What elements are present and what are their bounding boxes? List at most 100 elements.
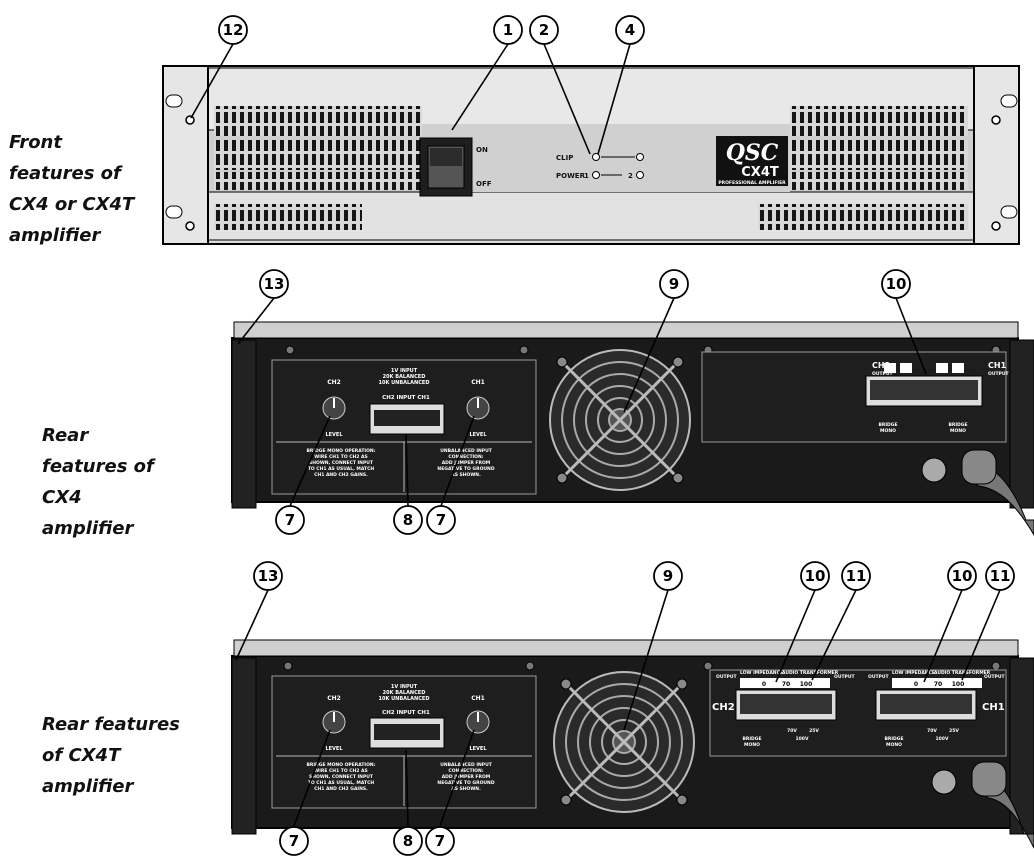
clip-label: CLIP <box>556 154 573 162</box>
svg-text:CH2: CH2 <box>872 361 890 370</box>
callout-13: 13 <box>253 561 283 591</box>
model-label: CX4T <box>741 165 779 180</box>
cooling-fan <box>549 349 691 491</box>
switch-off-label: OFF <box>476 180 492 188</box>
svg-text:CH2: CH2 <box>327 695 341 702</box>
svg-text:BRIDGE MONO OPERATION:: BRIDGE MONO OPERATION: <box>306 762 375 768</box>
svg-text:ADD JUMPER FROM: ADD JUMPER FROM <box>442 460 491 466</box>
clip-led-2 <box>636 153 644 161</box>
callout-12: 12 <box>218 15 248 45</box>
svg-text:OUTPUT: OUTPUT <box>716 674 738 680</box>
svg-text:WIRE CH1 TO CH2 AS: WIRE CH1 TO CH2 AS <box>314 768 367 774</box>
callout-2: 2 <box>529 15 559 45</box>
power-led-1 <box>592 171 600 179</box>
caption-rear-cx4t: Rear features of CX4T amplifier <box>42 714 180 797</box>
svg-text:70: 70 <box>934 681 942 688</box>
svg-text:MONO: MONO <box>880 428 896 434</box>
qsc-logo: QSC <box>726 140 779 166</box>
svg-text:20K BALANCED: 20K BALANCED <box>383 374 426 380</box>
svg-text:7: 7 <box>285 511 295 529</box>
svg-text:LEVEL: LEVEL <box>469 432 487 438</box>
svg-text:TO CH1 AS USUAL, MATCH: TO CH1 AS USUAL, MATCH <box>308 466 375 472</box>
power-label: POWER <box>556 172 586 180</box>
ch-one-label: 1 <box>584 172 589 180</box>
svg-text:BRIDGE: BRIDGE <box>948 422 967 428</box>
svg-text:70V: 70V <box>927 728 937 734</box>
model-subtitle: PROFESSIONAL AMPLIFIER <box>718 180 786 186</box>
svg-text:CH1: CH1 <box>471 695 485 702</box>
svg-text:11: 11 <box>846 567 867 585</box>
callout-7: 7 <box>279 826 309 856</box>
svg-text:CH1 AND CH2 GAINS.: CH1 AND CH2 GAINS. <box>314 786 368 792</box>
svg-text:25V: 25V <box>949 728 959 734</box>
callout-7: 7 <box>275 505 305 535</box>
svg-text:OUTPUT: OUTPUT <box>834 674 856 680</box>
svg-text:SHOWN, CONNECT INPUT: SHOWN, CONNECT INPUT <box>309 460 374 466</box>
svg-text:10K UNBALANCED: 10K UNBALANCED <box>379 380 430 386</box>
svg-text:LOW IMPEDANCE: LOW IMPEDANCE <box>892 670 935 676</box>
svg-text:11: 11 <box>990 567 1011 585</box>
front-panel: ON OFF CLIP POWER 1 2 QSC CX4T PROFESSIO… <box>162 65 1020 245</box>
svg-text:20K BALANCED: 20K BALANCED <box>383 690 426 696</box>
cooling-fan <box>553 671 695 813</box>
callout-9: 9 <box>659 269 689 299</box>
svg-text:BRIDGE: BRIDGE <box>742 736 761 742</box>
svg-text:OUTPUT: OUTPUT <box>984 674 1006 680</box>
callout-13: 13 <box>259 269 289 299</box>
svg-text:AUDIO TRANSFORMER: AUDIO TRANSFORMER <box>934 670 991 676</box>
svg-text:100: 100 <box>952 681 965 688</box>
svg-text:7: 7 <box>289 832 299 850</box>
svg-text:CH2 INPUT CH1: CH2 INPUT CH1 <box>382 710 430 716</box>
svg-text:1: 1 <box>503 21 513 39</box>
svg-text:AS SHOWN.: AS SHOWN. <box>451 786 481 792</box>
svg-text:CH1: CH1 <box>982 702 1005 713</box>
caption-front: Front features of CX4 or CX4T amplifier <box>9 132 135 246</box>
callout-7: 7 <box>425 826 455 856</box>
svg-text:70: 70 <box>782 681 790 688</box>
svg-text:MONO: MONO <box>886 742 902 748</box>
svg-text:BRIDGE: BRIDGE <box>884 736 903 742</box>
rear-panel-cx4: 1V INPUT 20K BALANCED 10K UNBALANCED CH2… <box>231 321 1034 536</box>
ch-two-label: 2 <box>628 172 633 180</box>
svg-text:4: 4 <box>625 21 635 39</box>
svg-text:10: 10 <box>952 567 973 585</box>
svg-text:8: 8 <box>403 511 413 529</box>
svg-text:10: 10 <box>886 275 907 293</box>
svg-text:13: 13 <box>258 567 279 585</box>
switch-on-label: ON <box>476 146 488 154</box>
svg-text:ADD JUMPER FROM: ADD JUMPER FROM <box>442 774 491 780</box>
svg-text:BRIDGE MONO OPERATION:: BRIDGE MONO OPERATION: <box>306 448 375 454</box>
qsc-logo-badge <box>716 136 788 186</box>
svg-text:NEGATIVE TO GROUND: NEGATIVE TO GROUND <box>437 466 494 472</box>
callout-8: 8 <box>393 505 423 535</box>
svg-text:0: 0 <box>762 681 766 688</box>
svg-text:CH1: CH1 <box>988 361 1007 370</box>
svg-text:13: 13 <box>264 275 285 293</box>
svg-text:AUDIO TRANSFORMER: AUDIO TRANSFORMER <box>782 670 839 676</box>
svg-text:9: 9 <box>663 567 673 585</box>
svg-text:100V: 100V <box>796 736 809 742</box>
svg-text:10K UNBALANCED: 10K UNBALANCED <box>379 696 430 702</box>
svg-text:8: 8 <box>403 832 413 850</box>
svg-text:10: 10 <box>805 567 826 585</box>
svg-text:70V: 70V <box>787 728 797 734</box>
svg-text:100V: 100V <box>936 736 949 742</box>
svg-text:CH1: CH1 <box>471 379 485 386</box>
callout-11: 11 <box>985 561 1015 591</box>
callout-circles: 12 1 2 4 13 9 10 7 8 7 13 9 10 11 10 11 … <box>218 15 1015 856</box>
svg-text:CH2 INPUT CH1: CH2 INPUT CH1 <box>382 395 430 401</box>
svg-text:AS SHOWN.: AS SHOWN. <box>451 472 481 478</box>
callout-10: 10 <box>947 561 977 591</box>
svg-text:100: 100 <box>800 681 813 688</box>
callout-9: 9 <box>653 561 683 591</box>
svg-text:TO CH1 AS USUAL, MATCH: TO CH1 AS USUAL, MATCH <box>308 780 375 786</box>
callout-7: 7 <box>426 505 456 535</box>
svg-text:2: 2 <box>539 21 549 39</box>
svg-text:CH2: CH2 <box>712 702 735 713</box>
svg-text:LEVEL: LEVEL <box>325 432 343 438</box>
svg-text:MONO: MONO <box>950 428 966 434</box>
callout-leaders <box>190 43 1001 827</box>
svg-text:OUTPUT: OUTPUT <box>988 371 1010 377</box>
callout-10: 10 <box>800 561 830 591</box>
svg-text:9: 9 <box>669 275 679 293</box>
